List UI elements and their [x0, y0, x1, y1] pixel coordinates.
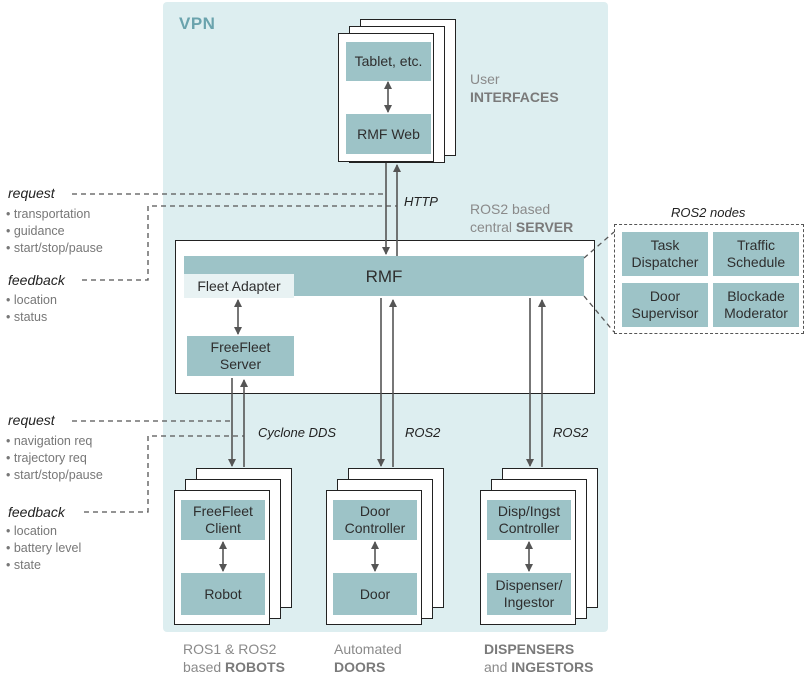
nodes-zoom-bottom	[583, 295, 615, 333]
server-caption-line1: ROS2 based	[470, 201, 551, 217]
vpn-label: VPN	[179, 14, 216, 33]
server-feedback-heading: feedback	[8, 272, 65, 288]
server-feedback-leader	[82, 205, 397, 281]
freefleet-server-line1: FreeFleet	[210, 339, 271, 355]
tablet-box: Tablet, etc.	[346, 42, 431, 81]
server-feedback-list: location status	[6, 292, 57, 326]
node-label: Task	[650, 237, 680, 253]
server-caption-prefix: central	[470, 219, 516, 235]
list-item: location	[6, 523, 81, 540]
user-interfaces-caption: User INTERFACES	[470, 70, 559, 106]
node-label: Schedule	[726, 254, 786, 270]
list-item: guidance	[6, 223, 103, 240]
list-item: start/stop/pause	[6, 467, 103, 484]
traffic-schedule-node: Traffic Schedule	[713, 232, 799, 276]
fleet-adapter-box: Fleet Adapter	[184, 274, 294, 298]
server-request-heading: request	[8, 185, 55, 201]
task-dispatcher-node: Task Dispatcher	[622, 232, 708, 276]
node-label: Dispatcher	[631, 254, 699, 270]
robot-box: Robot	[181, 573, 265, 615]
robots-caption-prefix: based	[183, 659, 226, 675]
robot-feedback-heading: feedback	[8, 504, 65, 520]
rmf-label: RMF	[365, 266, 403, 286]
dispensers-caption-line1: DISPENSERS	[484, 641, 575, 657]
cyclone-dds-label: Cyclone DDS	[258, 425, 337, 440]
server-caption-bold: SERVER	[515, 219, 574, 235]
ros2-nodes-title: ROS2 nodes	[671, 205, 746, 220]
robots-caption-bold: ROBOTS	[225, 659, 285, 675]
disp-ingst-controller-box: Disp/Ingst Controller	[487, 500, 571, 540]
fleet-adapter-label: Fleet Adapter	[197, 278, 281, 294]
node-label: Blockade	[727, 288, 785, 304]
http-label: HTTP	[404, 194, 438, 209]
ui-caption-line1: User	[470, 71, 500, 87]
robot-request-list: navigation req trajectory req start/stop…	[6, 433, 103, 484]
box-line: FreeFleet	[193, 503, 253, 519]
dispensers-caption-prefix: and	[484, 659, 512, 675]
node-label: Traffic	[736, 237, 776, 253]
box-line: Controller	[344, 520, 406, 536]
ui-caption-line2: INTERFACES	[470, 89, 559, 105]
list-item: battery level	[6, 540, 81, 557]
door-controller-box: Door Controller	[333, 500, 417, 540]
list-item: trajectory req	[6, 450, 103, 467]
list-item: location	[6, 292, 57, 309]
robots-caption: ROS1 & ROS2 based ROBOTS	[183, 640, 285, 676]
dispensers-caption: DISPENSERS and INGESTORS	[484, 640, 593, 676]
box-line: Disp/Ingst	[497, 503, 561, 519]
node-label: Moderator	[724, 305, 788, 321]
list-item: state	[6, 557, 81, 574]
door-supervisor-node: Door Supervisor	[622, 283, 708, 327]
robot-request-heading: request	[8, 412, 55, 428]
doors-caption-line1: Automated	[334, 641, 402, 657]
freefleet-client-box: FreeFleet Client	[181, 500, 265, 540]
list-item: navigation req	[6, 433, 103, 450]
box-line: Ingestor	[503, 594, 555, 610]
box-line: Dispenser/	[495, 577, 563, 593]
freefleet-server-box: FreeFleet Server	[187, 336, 294, 376]
list-item: status	[6, 309, 57, 326]
dispenser-ingestor-box: Dispenser/ Ingestor	[487, 573, 571, 615]
robot-feedback-list: location battery level state	[6, 523, 81, 574]
list-item: transportation	[6, 206, 103, 223]
dispensers-caption-bold: INGESTORS	[511, 659, 594, 675]
box-line: Client	[205, 520, 241, 536]
blockade-moderator-node: Blockade Moderator	[713, 283, 799, 327]
robots-caption-line1: ROS1 & ROS2	[183, 641, 277, 657]
box-line: Controller	[498, 520, 560, 536]
list-item: start/stop/pause	[6, 240, 103, 257]
ros2-doors-label: ROS2	[405, 425, 441, 440]
ros2-dispensers-label: ROS2	[553, 425, 589, 440]
doors-caption-line2: DOORS	[334, 659, 386, 675]
doors-caption: Automated DOORS	[334, 640, 402, 676]
door-box: Door	[333, 573, 417, 615]
nodes-zoom-top	[583, 231, 615, 259]
server-caption: ROS2 based central SERVER	[470, 200, 573, 236]
box-line: Door	[359, 503, 391, 519]
freefleet-server-line2: Server	[219, 356, 262, 372]
rmf-web-box: RMF Web	[346, 114, 431, 154]
node-label: Supervisor	[631, 305, 699, 321]
robot-feedback-leader	[84, 435, 244, 513]
server-request-list: transportation guidance start/stop/pause	[6, 206, 103, 257]
node-label: Door	[649, 288, 681, 304]
